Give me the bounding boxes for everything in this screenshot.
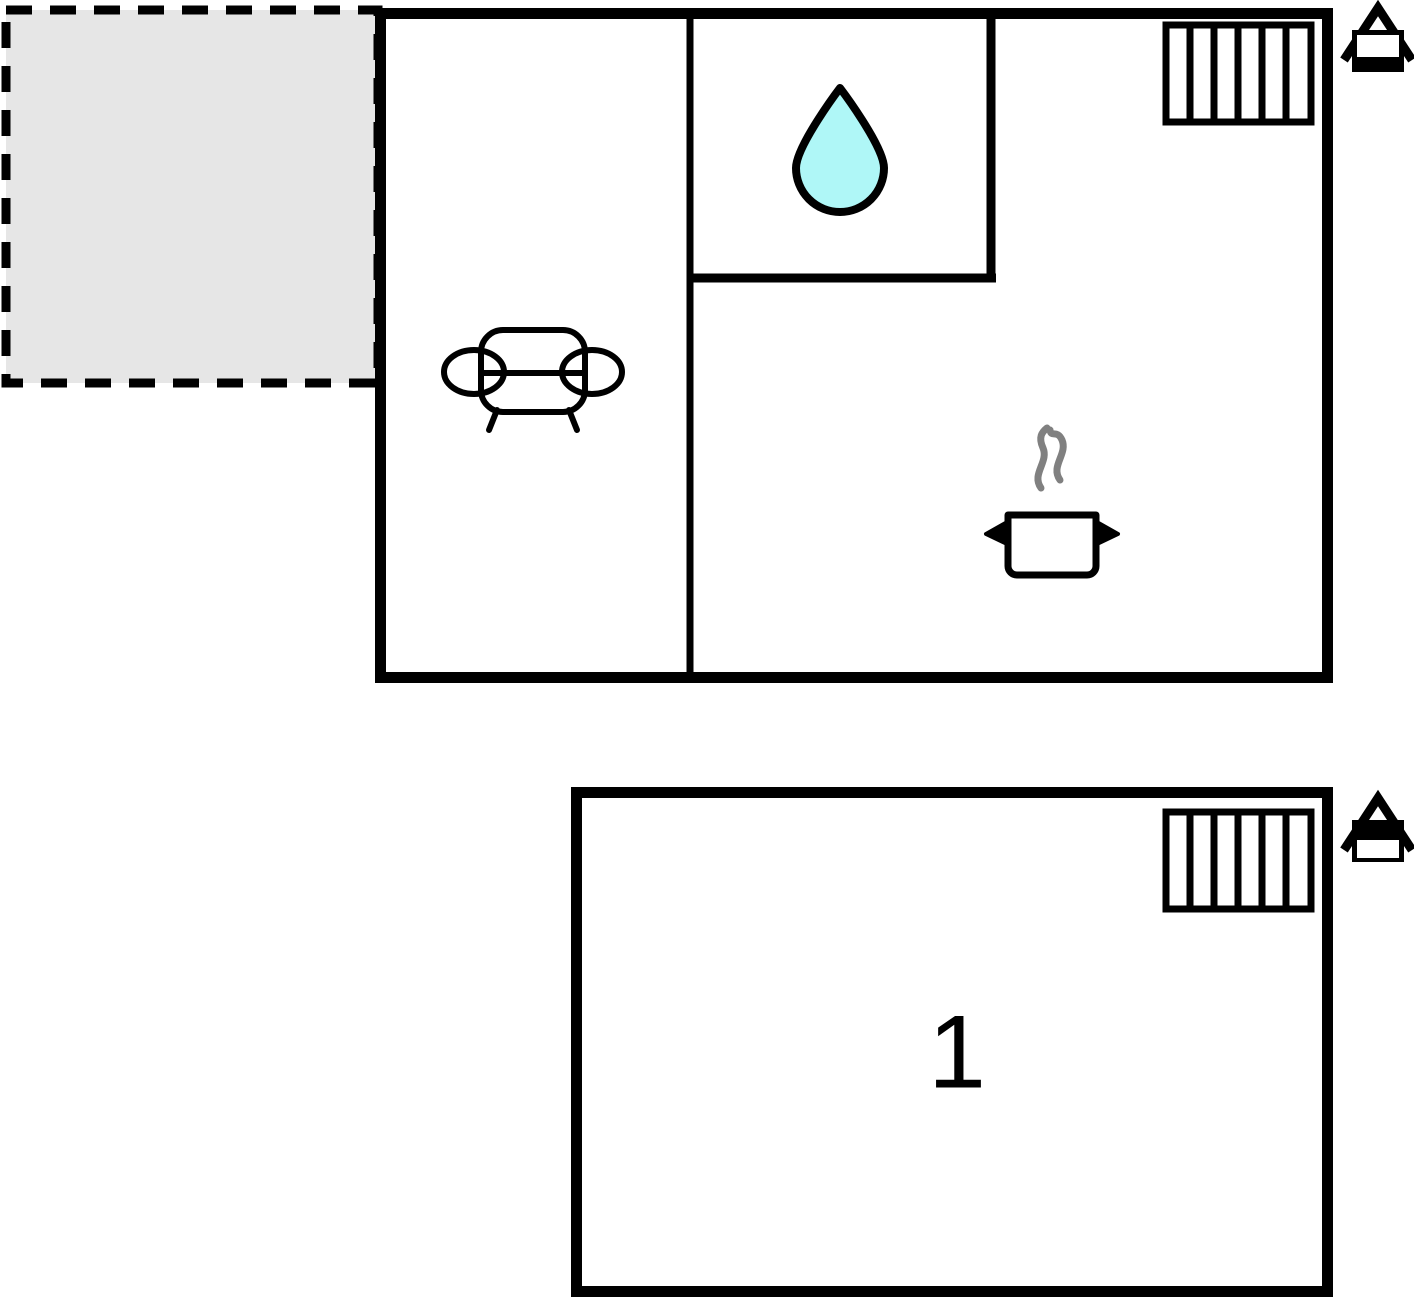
steam-left [1034,424,1051,492]
steam-icon [1034,424,1067,492]
sofa-armrest-left [441,347,507,397]
sofa-backrest [478,327,588,376]
upper-level-exterior-wall [375,8,1333,683]
upper-level-group [375,0,1414,683]
lower-level-exterior-wall [571,787,1333,1297]
house-icon [1340,0,1414,72]
steam-right [1046,426,1067,484]
house-icon [1340,789,1414,862]
house-window [1357,35,1399,57]
sofa-leg-left [486,407,500,433]
radiator-icon [1162,21,1315,126]
terrace-outline [1,5,383,388]
sofa-icon [441,327,625,433]
lower-level-group: 1 [571,787,1414,1297]
sofa-armrest-right [559,347,625,397]
level-number-label: 1 [928,994,986,1110]
cooking-pot-icon [984,424,1120,579]
sofa-seat [478,370,588,415]
pot-body [1004,511,1100,579]
terrace-region [1,5,383,388]
house-window [1357,840,1399,858]
sofa-leg-right [566,407,580,433]
water-drop-icon [792,84,888,216]
radiator-icon [1162,808,1315,913]
